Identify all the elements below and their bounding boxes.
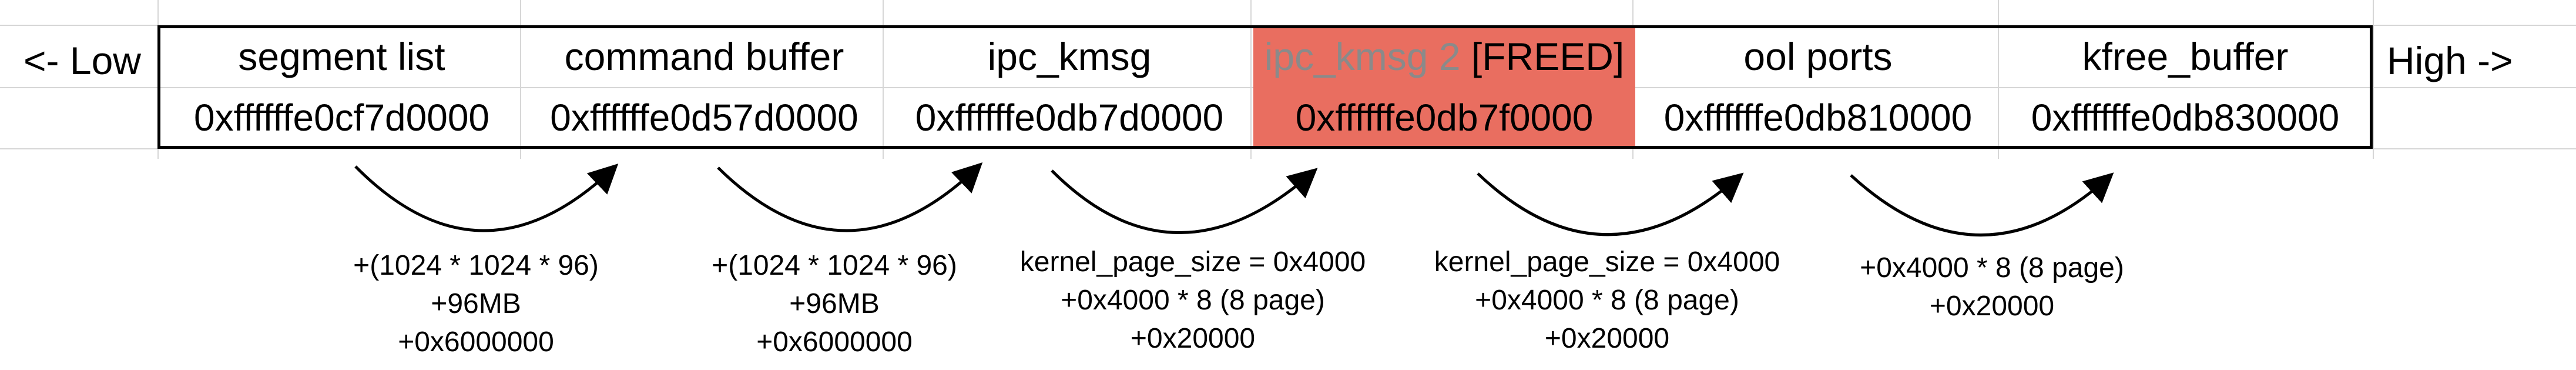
high-address-label: High -> bbox=[2387, 39, 2513, 82]
segment-cell: command buffer 0xffffffe0d57d0000 bbox=[523, 28, 886, 146]
offset-annotation: +(1024 * 1024 * 96) +96MB +0x6000000 bbox=[317, 247, 635, 361]
annotation-line: +(1024 * 1024 * 96) bbox=[353, 250, 599, 281]
annotation-line: +0x4000 * 8 (8 page) bbox=[1061, 284, 1325, 316]
gridline bbox=[1998, 0, 1999, 159]
annotation-line: +0x20000 bbox=[1929, 290, 2055, 322]
gridline bbox=[2373, 0, 2374, 159]
offset-arrow bbox=[1477, 172, 1744, 236]
segment-address: 0xffffffe0db810000 bbox=[1663, 96, 1973, 139]
annotation-line: +0x20000 bbox=[1130, 322, 1256, 354]
annotation-line: +96MB bbox=[789, 288, 880, 319]
freed-segment-cell: ipc_kmsg 2 [FREED] 0xffffffe0db7f0000 bbox=[1253, 28, 1635, 146]
segment-address: 0xffffffe0db7f0000 bbox=[1295, 96, 1594, 139]
segment-address: 0xffffffe0d57d0000 bbox=[550, 96, 858, 139]
annotation-line: +0x20000 bbox=[1544, 322, 1670, 354]
segment-name: kfree_buffer bbox=[2082, 35, 2289, 78]
annotation-line: kernel_page_size = 0x4000 bbox=[1019, 246, 1366, 278]
low-address-label: <- Low bbox=[24, 39, 141, 82]
offset-annotation: kernel_page_size = 0x4000 +0x4000 * 8 (8… bbox=[1413, 244, 1801, 358]
annotation-line: +(1024 * 1024 * 96) bbox=[712, 250, 957, 281]
freed-tag: [FREED] bbox=[1471, 35, 1625, 78]
segment-name: ipc_kmsg 2 [FREED] bbox=[1264, 36, 1625, 77]
segment-name: ipc_kmsg bbox=[987, 35, 1152, 78]
segment-name: ool ports bbox=[1743, 35, 1893, 78]
segment-address: 0xffffffe0db830000 bbox=[2031, 96, 2340, 139]
offset-annotation: +0x4000 * 8 (8 page) +0x20000 bbox=[1827, 249, 2156, 326]
gridline bbox=[0, 148, 2576, 149]
gridline bbox=[883, 0, 884, 159]
annotation-line: kernel_page_size = 0x4000 bbox=[1434, 246, 1780, 278]
segment-name: segment list bbox=[238, 35, 445, 78]
segment-cell: ipc_kmsg 0xffffffe0db7d0000 bbox=[886, 28, 1253, 146]
memory-layout-table: segment list 0xffffffe0cf7d0000 command … bbox=[157, 25, 2373, 149]
segment-name: command buffer bbox=[564, 35, 844, 78]
segment-address: 0xffffffe0cf7d0000 bbox=[193, 96, 490, 139]
offset-annotation: kernel_page_size = 0x4000 +0x4000 * 8 (8… bbox=[999, 244, 1387, 358]
offset-arrow bbox=[1051, 168, 1318, 234]
offset-annotation: +(1024 * 1024 * 96) +96MB +0x6000000 bbox=[676, 247, 993, 361]
segment-cell: kfree_buffer 0xffffffe0db830000 bbox=[2001, 28, 2370, 146]
annotation-line: +0x4000 * 8 (8 page) bbox=[1475, 284, 1739, 316]
gridline bbox=[520, 0, 521, 159]
segment-cell: segment list 0xffffffe0cf7d0000 bbox=[160, 28, 523, 146]
annotation-line: +96MB bbox=[431, 288, 521, 319]
offset-arrow bbox=[354, 164, 619, 232]
offset-arrow bbox=[1850, 172, 2114, 236]
segment-cell: ool ports 0xffffffe0db810000 bbox=[1635, 28, 2001, 146]
offset-arrow bbox=[717, 162, 983, 232]
segment-name-grey: ipc_kmsg 2 bbox=[1264, 35, 1461, 78]
segment-address: 0xffffffe0db7d0000 bbox=[915, 96, 1224, 139]
gridline bbox=[1250, 0, 1252, 159]
annotation-line: +0x4000 * 8 (8 page) bbox=[1860, 252, 2124, 284]
annotation-line: +0x6000000 bbox=[756, 326, 913, 358]
annotation-line: +0x6000000 bbox=[398, 326, 554, 358]
